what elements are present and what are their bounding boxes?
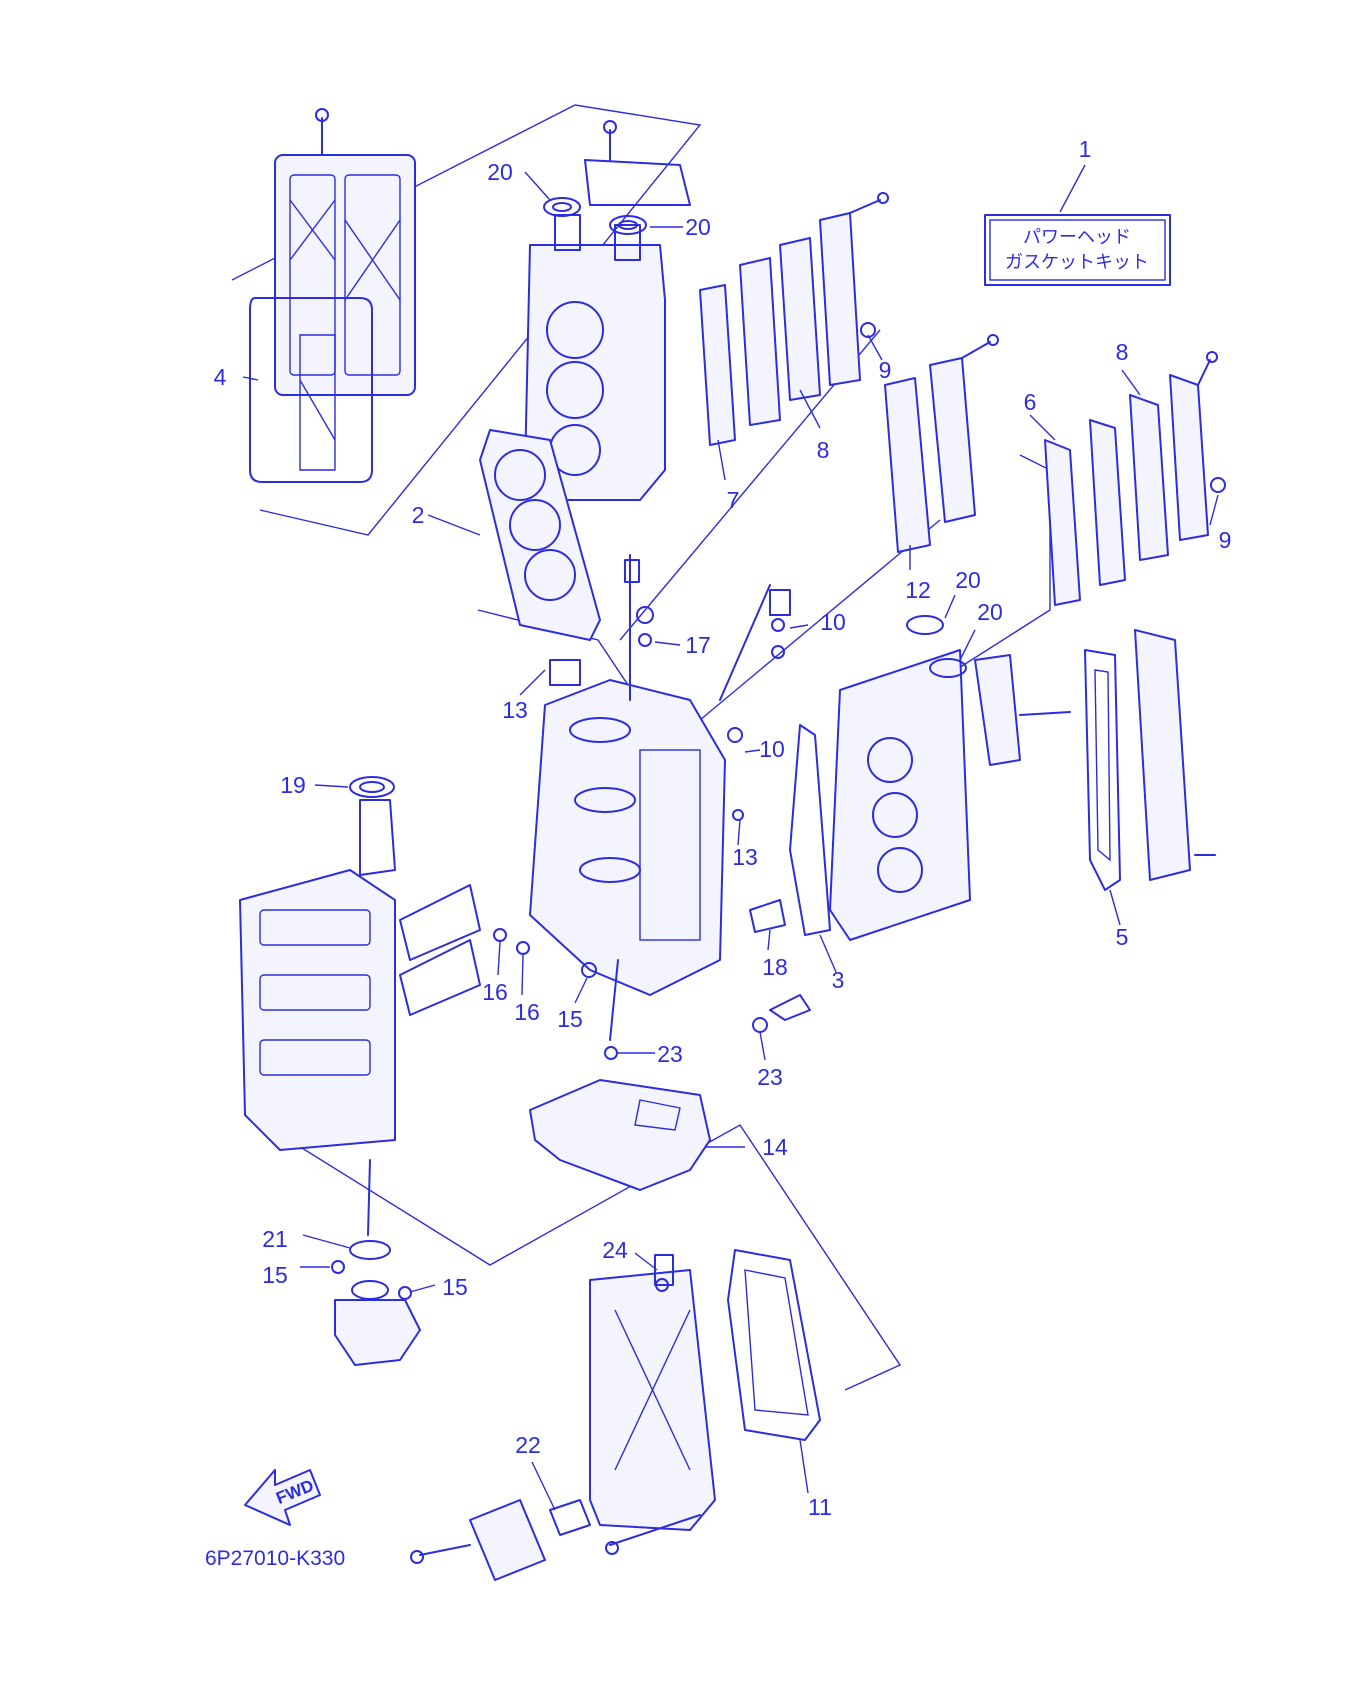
- cover-gasket: [249, 297, 373, 483]
- block-fittings: [493, 559, 811, 1060]
- callout-18: 18: [762, 954, 788, 980]
- exhaust-cover-mid: [884, 334, 999, 553]
- callout-9a: 9: [879, 357, 892, 383]
- callout-15b: 15: [442, 1274, 468, 1300]
- callout-13b: 13: [732, 844, 758, 870]
- head-cover-right: [1134, 629, 1216, 881]
- callout-20c: 20: [955, 567, 981, 593]
- part-code: 6P27010-K330: [205, 1547, 345, 1570]
- thermostat-cover: [974, 654, 1071, 766]
- callout-20b: 20: [685, 214, 711, 240]
- callout-17: 17: [685, 632, 711, 658]
- callout-2: 2: [412, 502, 425, 528]
- exhaust-manifold: [589, 1254, 716, 1531]
- crankcase-gasket: [529, 1079, 711, 1191]
- callout-1: 1: [1079, 136, 1092, 162]
- gasket-3: [789, 724, 831, 936]
- callout-14: 14: [762, 1134, 788, 1160]
- gasket-kit-box: パワーヘッド ガスケットキット: [984, 214, 1171, 286]
- head-cover-gasket-5: [1084, 649, 1121, 891]
- oil-seal-20b: [609, 215, 647, 235]
- callout-15c: 15: [557, 1006, 583, 1032]
- callout-24: 24: [602, 1237, 628, 1263]
- leader-lines: [242, 164, 1219, 1511]
- callout-4: 4: [214, 364, 227, 390]
- oil-seal-20c: [906, 615, 944, 635]
- callout-16b: 16: [514, 999, 540, 1025]
- crankcase-assembly: [239, 799, 481, 1236]
- fwd-arrow: FWD: [244, 1469, 321, 1526]
- callout-15a: 15: [262, 1262, 288, 1288]
- callout-19: 19: [280, 772, 306, 798]
- callout-23b: 23: [757, 1064, 783, 1090]
- oil-seal-20a: [543, 197, 581, 217]
- callout-16a: 16: [482, 979, 508, 1005]
- thermostat-housing: [410, 1499, 701, 1581]
- callout-20d: 20: [977, 599, 1003, 625]
- callout-3: 3: [832, 967, 845, 993]
- callout-8a: 8: [817, 437, 830, 463]
- exhaust-cover-right: [1044, 351, 1226, 606]
- callout-6: 6: [1024, 389, 1037, 415]
- head-gasket: [479, 429, 601, 641]
- exhaust-cover-left: [699, 192, 889, 446]
- oil-seal-19: [349, 776, 395, 798]
- callout-11: 11: [808, 1494, 832, 1520]
- cylinder-head-right: [829, 649, 971, 941]
- callout-20a: 20: [487, 159, 513, 185]
- callout-8b: 8: [1116, 339, 1129, 365]
- callout-12: 12: [905, 577, 931, 603]
- cylinder-head-cover: [274, 108, 416, 396]
- callout-5: 5: [1116, 924, 1129, 950]
- exhaust-gasket-11: [727, 1249, 821, 1441]
- kit-box-line2: ガスケットキット: [1005, 252, 1149, 273]
- callout-numbers: 1 2 3 4 5 6 7 8 8 9 9 10 10 11 12 13 13 …: [214, 136, 1232, 1520]
- kit-box-line1: パワーヘッド: [1023, 227, 1131, 248]
- cylinder-block: [529, 554, 771, 1041]
- callout-7: 7: [727, 487, 740, 513]
- callout-23a: 23: [657, 1041, 683, 1067]
- callout-22: 22: [515, 1432, 541, 1458]
- callout-10b: 10: [759, 736, 785, 762]
- lower-bearing-housing: [331, 1240, 421, 1366]
- callout-21: 21: [262, 1226, 288, 1252]
- callout-13a: 13: [502, 697, 528, 723]
- oil-seal-20d: [929, 658, 967, 678]
- callout-10a: 10: [820, 609, 846, 635]
- callout-9b: 9: [1219, 527, 1232, 553]
